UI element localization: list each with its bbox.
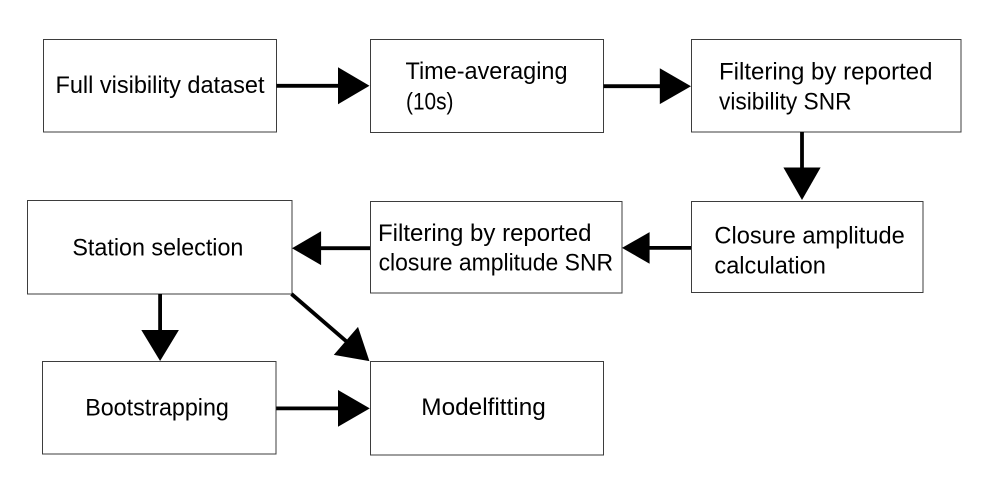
svg-text:Modelfitting: Modelfitting	[421, 394, 546, 421]
svg-text:visibility SNR: visibility SNR	[719, 88, 852, 115]
svg-text:Filtering by reported: Filtering by reported	[378, 220, 592, 247]
svg-text:Closure amplitude: Closure amplitude	[714, 223, 904, 250]
svg-text:(10s): (10s)	[406, 88, 454, 115]
svg-text:calculation: calculation	[714, 252, 826, 279]
svg-text:Filtering by reported: Filtering by reported	[719, 58, 933, 85]
svg-text:Bootstrapping: Bootstrapping	[85, 394, 229, 421]
svg-text:Full visibility dataset: Full visibility dataset	[56, 72, 265, 99]
svg-text:closure amplitude SNR: closure amplitude SNR	[379, 249, 613, 276]
svg-text:Time-averaging: Time-averaging	[406, 58, 568, 85]
svg-text:Station selection: Station selection	[72, 234, 243, 261]
